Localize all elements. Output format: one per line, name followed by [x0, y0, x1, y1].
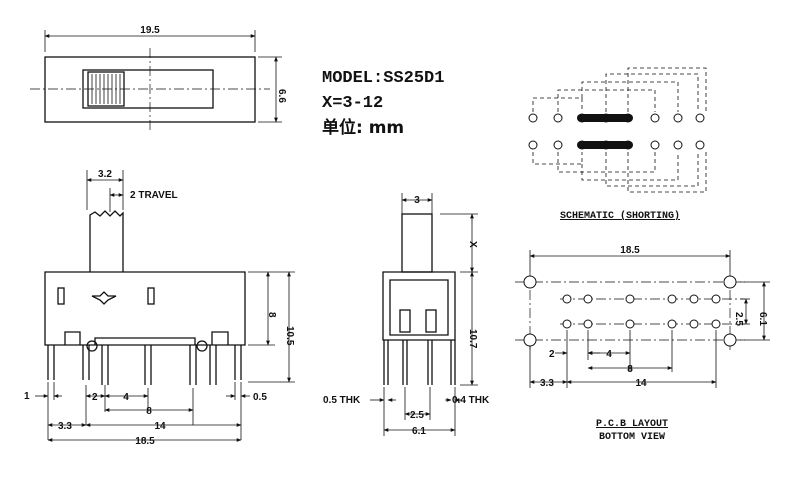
dim-4: 4 — [123, 392, 129, 403]
side-window-right — [147, 287, 155, 305]
end-thk-right: 0.4 THK — [452, 395, 490, 406]
schematic-caption: SCHEMATIC (SHORTING) — [560, 210, 680, 222]
pcb-layout: 18.5 2.5 6.1 2 — [515, 245, 770, 443]
side-window-left — [57, 287, 65, 305]
shorting-bar-bottom — [577, 141, 633, 149]
end-height-dim: 10.7 — [467, 329, 478, 349]
end-dim-6-1: 6.1 — [412, 426, 426, 437]
dim-2: 2 — [92, 392, 98, 403]
side-view: 3.2 2 TRAVEL 8 10.5 — [24, 169, 295, 447]
travel-dim: 2 TRAVEL — [130, 190, 178, 201]
knob-width-dim: 3.2 — [98, 169, 112, 180]
dim-1: 1 — [24, 391, 30, 402]
end-dim-2-5: 2.5 — [410, 410, 424, 421]
end-contact-left — [399, 309, 411, 333]
end-inner — [389, 279, 449, 336]
top-view: 19.5 6.6 — [30, 25, 287, 130]
pcb-dim-8: 8 — [627, 364, 633, 375]
pcb-dim-2-5: 2.5 — [733, 312, 744, 326]
dim-3-3: 3.3 — [58, 421, 72, 432]
dim-0-5: 0.5 — [253, 392, 267, 403]
height-10-5-dim: 10.5 — [284, 326, 295, 346]
top-width-dim: 19.5 — [140, 25, 160, 36]
end-knob-dim: 3 — [414, 195, 420, 206]
end-view: 3 X 10.7 0.5 THK 0.4 THK 2.5 — [323, 193, 490, 437]
model-label: MODEL:SS25D1 — [322, 69, 444, 88]
side-pins — [47, 345, 242, 385]
pcb-dim-6-1: 6.1 — [757, 312, 768, 326]
dim-14: 14 — [154, 421, 166, 432]
knob — [89, 210, 124, 272]
shorting-bar-top — [577, 114, 633, 122]
unit-label: 单位: mm — [322, 117, 404, 138]
pcb-dim-14: 14 — [635, 378, 647, 389]
end-contact-right — [425, 309, 437, 333]
height-8-dim: 8 — [266, 312, 277, 318]
model-block: MODEL:SS25D1 X=3-12 单位: mm — [322, 69, 444, 138]
end-housing — [382, 271, 456, 341]
side-base — [64, 331, 229, 345]
side-housing — [44, 271, 246, 346]
pcb-dim-4: 4 — [606, 349, 612, 360]
pcb-dim-2: 2 — [549, 349, 555, 360]
pcb-caption-1: P.C.B LAYOUT — [596, 419, 668, 430]
end-thk-left: 0.5 THK — [323, 395, 361, 406]
schematic: SCHEMATIC (SHORTING) — [528, 67, 707, 222]
end-knob — [401, 213, 433, 273]
side-cross-mark — [91, 291, 117, 305]
pcb-holes — [523, 275, 737, 347]
dim-18-5: 18.5 — [135, 436, 155, 447]
end-x-dim: X — [467, 241, 478, 248]
pcb-caption-2: BOTTOM VIEW — [599, 432, 665, 443]
top-height-dim: 6.6 — [276, 89, 287, 103]
x-range-label: X=3-12 — [322, 94, 383, 113]
end-pins — [383, 340, 456, 385]
dim-8: 8 — [146, 406, 152, 417]
pcb-dim-18-5: 18.5 — [620, 245, 640, 256]
pcb-dim-3-3: 3.3 — [540, 378, 554, 389]
